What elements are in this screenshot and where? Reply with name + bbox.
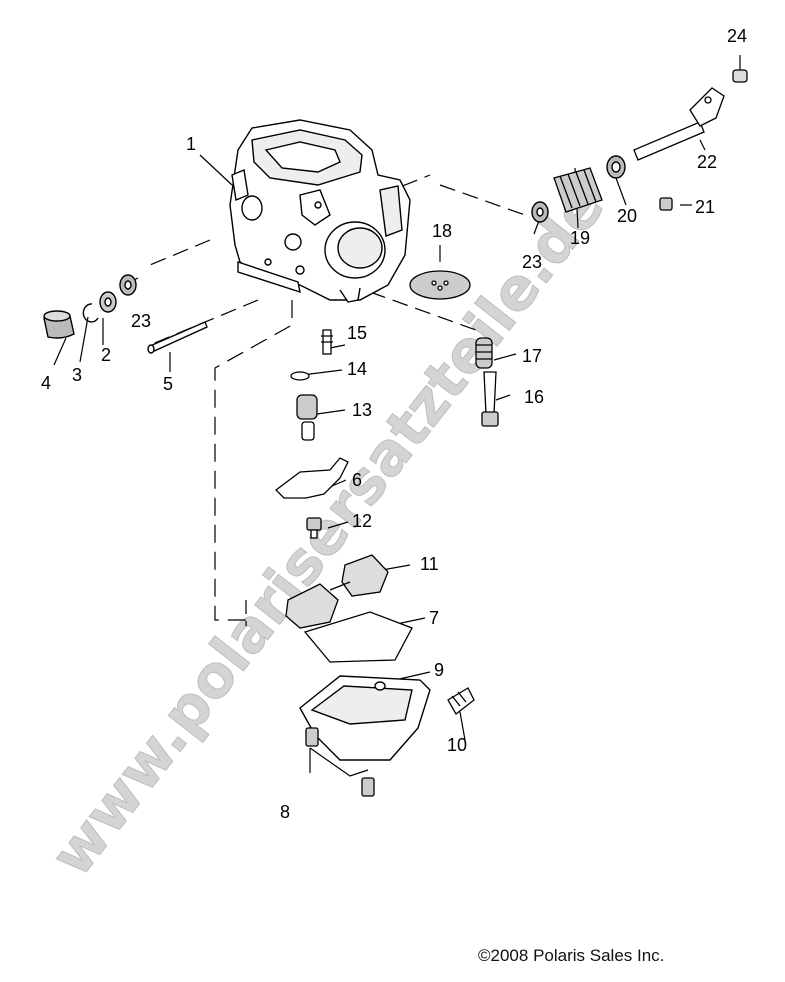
label-part-23-left: 23 xyxy=(131,311,151,331)
label-part-18: 18 xyxy=(432,221,452,241)
seal-part-23-right xyxy=(531,201,549,223)
label-part-24: 24 xyxy=(727,26,747,46)
spring-part-17 xyxy=(475,337,493,369)
cap-part-4 xyxy=(43,310,75,339)
plug-part-24 xyxy=(732,69,748,83)
shaft-part-5 xyxy=(147,321,208,354)
label-part-20: 20 xyxy=(617,206,637,226)
label-part-7: 7 xyxy=(429,608,439,628)
label-part-22: 22 xyxy=(697,152,717,172)
label-part-8: 8 xyxy=(280,802,290,822)
label-part-1: 1 xyxy=(186,134,196,154)
screws-part-8 xyxy=(305,727,375,797)
screw-part-16 xyxy=(481,371,499,427)
label-part-4: 4 xyxy=(41,373,51,393)
label-part-14: 14 xyxy=(347,359,367,379)
o-ring-part-14 xyxy=(290,371,310,381)
label-part-5: 5 xyxy=(163,374,173,394)
label-part-2: 2 xyxy=(101,345,111,365)
label-part-21: 21 xyxy=(695,197,715,217)
label-part-17: 17 xyxy=(522,346,542,366)
bracket-part-6 xyxy=(275,457,349,499)
label-part-3: 3 xyxy=(72,365,82,385)
label-part-23-right: 23 xyxy=(522,252,542,272)
float-part-11 xyxy=(285,554,389,629)
label-part-11: 11 xyxy=(420,554,439,574)
float-bowl-part-9 xyxy=(299,675,431,761)
label-part-16: 16 xyxy=(524,387,544,407)
label-part-19: 19 xyxy=(570,228,590,248)
copyright-notice: ©2008 Polaris Sales Inc. xyxy=(478,946,665,965)
jet-part-15 xyxy=(321,329,333,355)
label-part-15: 15 xyxy=(347,323,367,343)
float-valve-part-13 xyxy=(296,394,318,441)
drain-screw-part-10 xyxy=(447,687,475,715)
washer-part-2 xyxy=(99,291,117,313)
label-part-6: 6 xyxy=(352,470,362,490)
label-part-13: 13 xyxy=(352,400,372,420)
label-part-10: 10 xyxy=(447,735,467,755)
clip-part-3 xyxy=(82,303,99,323)
diaphragm-part-18 xyxy=(409,270,471,300)
seal-part-23-left xyxy=(119,274,137,296)
gasket-part-7 xyxy=(303,611,413,663)
carburetor-body xyxy=(229,119,411,303)
lever-shaft-part-22 xyxy=(633,87,725,161)
screw-part-21 xyxy=(659,197,673,211)
label-part-9: 9 xyxy=(434,660,444,680)
bushing-part-20 xyxy=(606,155,626,179)
label-part-12: 12 xyxy=(352,511,372,531)
spring-part-19 xyxy=(553,167,603,213)
screw-part-12 xyxy=(306,517,322,539)
part-labels: 1 2 3 4 5 6 7 8 9 10 11 12 13 14 15 16 1… xyxy=(41,26,747,822)
